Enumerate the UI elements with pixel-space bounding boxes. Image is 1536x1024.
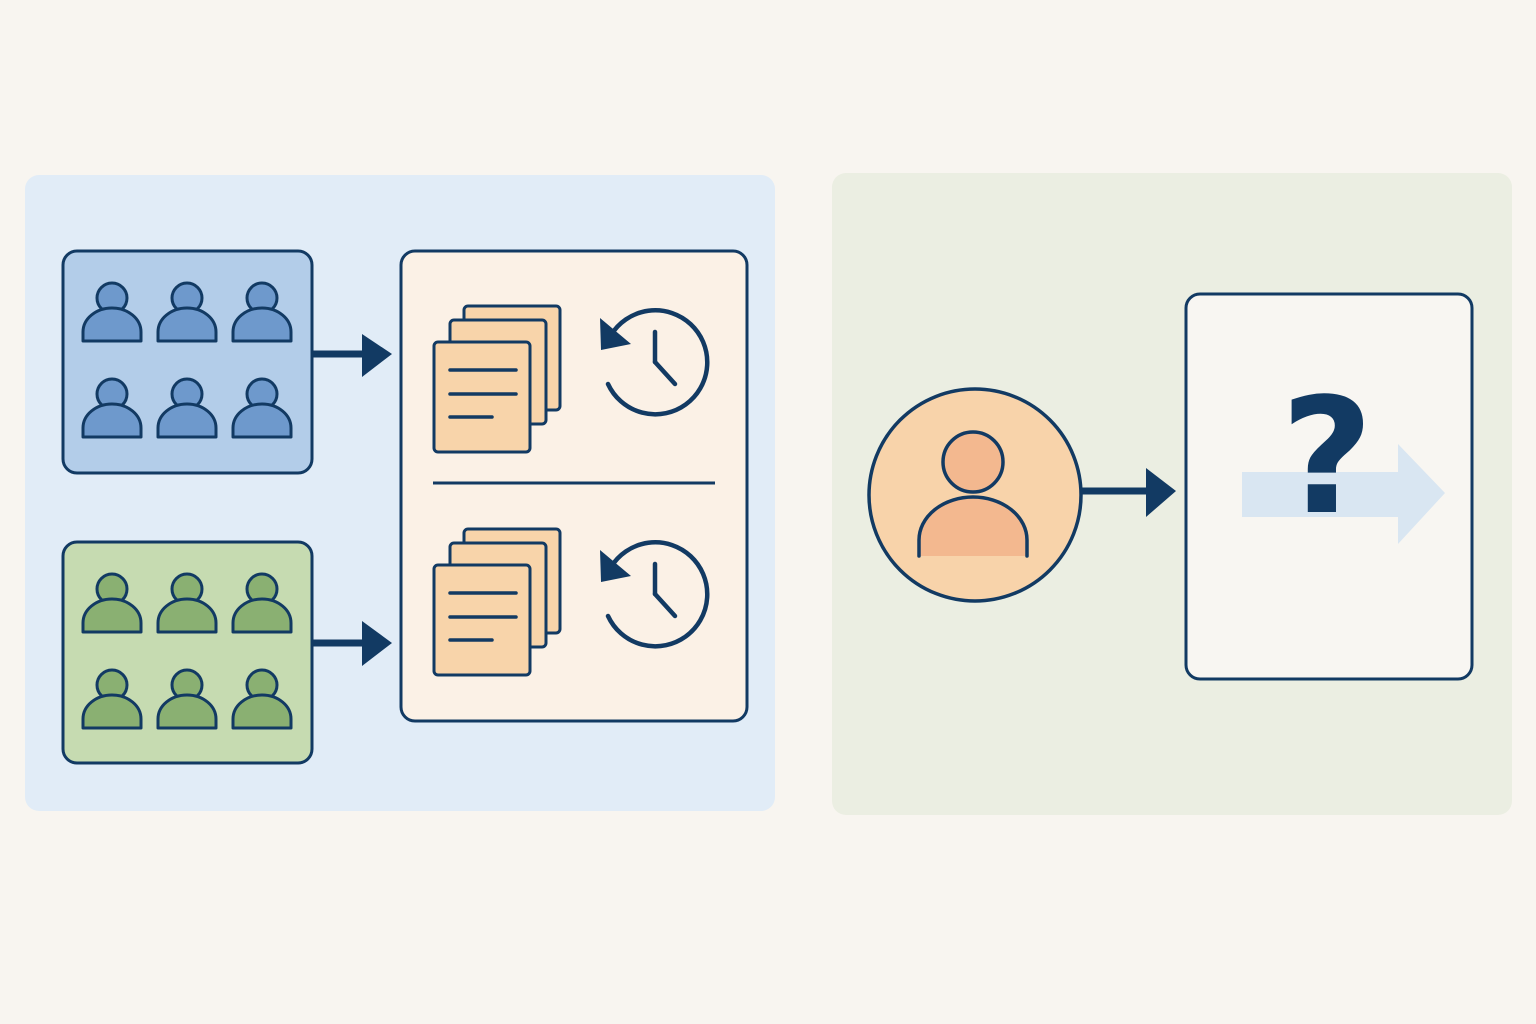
arrow-right-icon <box>312 334 392 377</box>
people-group-blue <box>61 249 314 475</box>
records-box <box>399 249 749 723</box>
faded-arrow-icon <box>1242 444 1445 544</box>
individual-circle <box>867 387 1083 603</box>
arrow-right-icon <box>312 621 392 666</box>
svg-text:?: ? <box>1281 363 1374 550</box>
unknown-outcome-box: ? <box>1184 292 1474 681</box>
people-group-green <box>61 540 314 765</box>
person-icon <box>917 430 1029 558</box>
arrow-right-icon <box>1080 468 1176 517</box>
question-mark-icon: ? <box>1281 363 1374 550</box>
